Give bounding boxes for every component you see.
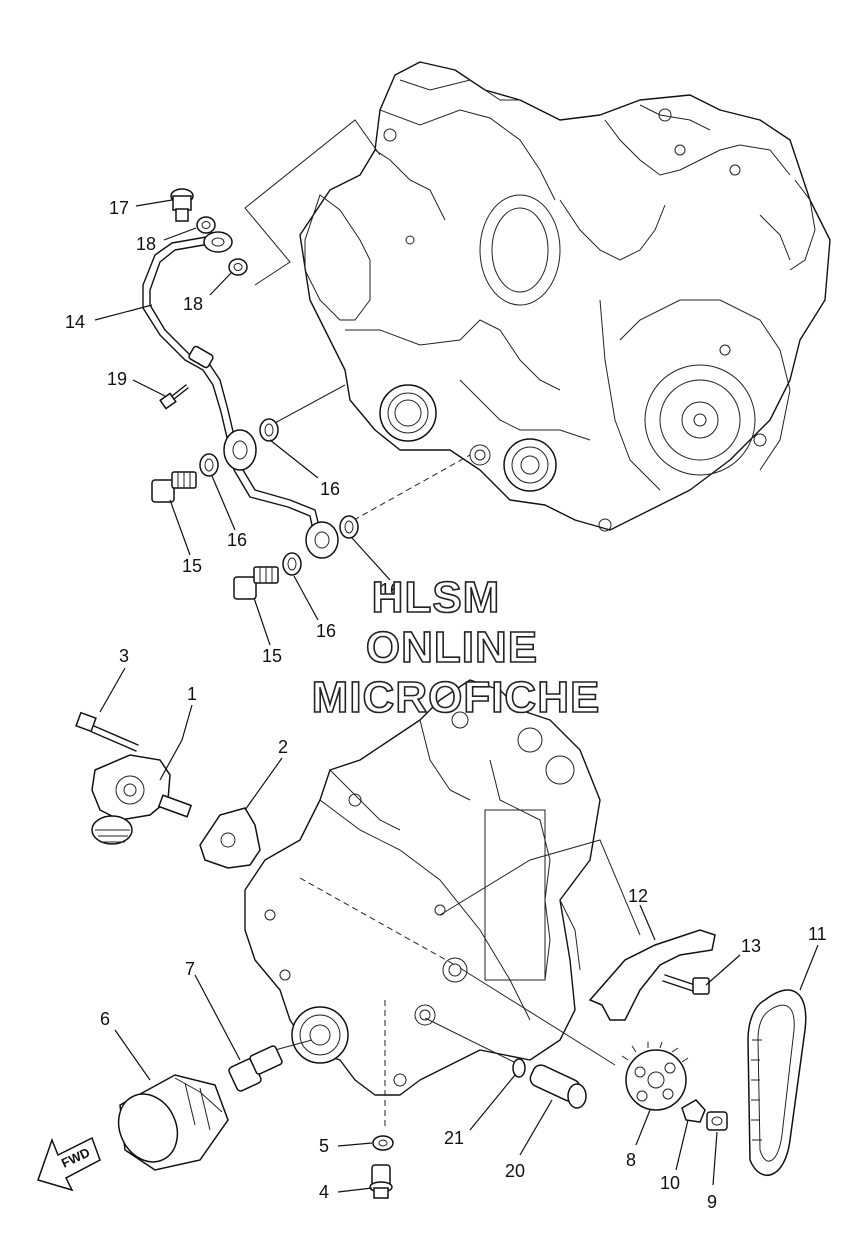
union-bolt-17 <box>170 188 194 222</box>
oil-filter-6 <box>117 1074 229 1171</box>
callout-6: 6 <box>100 1009 110 1029</box>
callout-16-c: 16 <box>380 580 400 600</box>
callout-18-lower: 18 <box>183 294 203 314</box>
bolt-3 <box>75 711 139 752</box>
bolt-13 <box>662 974 710 995</box>
callout-15-lower: 15 <box>262 646 282 666</box>
callout-16-d: 16 <box>316 621 336 641</box>
washer-5 <box>372 1135 394 1151</box>
gasket-16-d <box>282 552 302 576</box>
watermark-line-1: HLSM <box>372 573 501 622</box>
leader-lines <box>94 199 819 1193</box>
callout-9: 9 <box>707 1192 717 1212</box>
callout-14: 14 <box>65 312 85 332</box>
callout-5: 5 <box>319 1136 329 1156</box>
callout-17: 17 <box>109 198 129 218</box>
callout-16-b: 16 <box>227 530 247 550</box>
callout-10: 10 <box>660 1173 680 1193</box>
callout-15-upper: 15 <box>182 556 202 576</box>
oil-pump-1 <box>91 754 193 845</box>
callout-12: 12 <box>628 886 648 906</box>
callout-4: 4 <box>319 1182 329 1202</box>
gasket-16-b <box>199 453 219 477</box>
union-bolt-15-upper <box>151 471 197 503</box>
callout-21: 21 <box>444 1128 464 1148</box>
lock-washer-10 <box>681 1099 706 1123</box>
callout-8: 8 <box>626 1150 636 1170</box>
drive-chain-11 <box>747 989 807 1177</box>
union-bolt-7 <box>228 1045 283 1092</box>
callout-16-a: 16 <box>320 479 340 499</box>
nut-9 <box>706 1111 728 1131</box>
bolt-19 <box>159 384 189 410</box>
callout-20: 20 <box>505 1161 525 1181</box>
callout-3: 3 <box>119 646 129 666</box>
watermark-line-3: MICROFICHE <box>312 673 601 722</box>
chain-guide-12 <box>588 929 716 1021</box>
callout-11: 11 <box>808 924 827 944</box>
gasket-16-a <box>259 418 279 442</box>
callout-7: 7 <box>185 959 195 979</box>
callout-19: 19 <box>107 369 127 389</box>
drain-bolt-4 <box>369 1164 393 1199</box>
union-bolt-15-lower <box>233 566 279 600</box>
oil-strainer-20 <box>529 1064 587 1109</box>
callout-numbers: 17 18 18 14 19 16 16 15 16 16 15 3 1 2 7… <box>65 198 827 1212</box>
upper-crankcase-assembly <box>299 61 831 532</box>
watermark-line-2: ONLINE <box>366 623 538 672</box>
callout-13: 13 <box>741 936 761 956</box>
callout-18-upper: 18 <box>136 234 156 254</box>
driven-sprocket-8 <box>621 1041 689 1111</box>
forward-direction-arrow: FWD <box>37 1136 101 1192</box>
gasket-16-c <box>339 515 359 539</box>
watermark: HLSM ONLINE MICROFICHE <box>311 572 601 723</box>
lower-crankcase-assembly <box>244 679 641 1130</box>
callout-1: 1 <box>187 684 197 704</box>
oil-delivery-pipe-assembly <box>142 119 471 600</box>
washer-18-lower <box>228 258 248 276</box>
callout-2: 2 <box>278 737 288 757</box>
washer-18-upper <box>196 216 216 234</box>
o-ring-21 <box>512 1058 526 1078</box>
gasket-2 <box>199 807 261 869</box>
